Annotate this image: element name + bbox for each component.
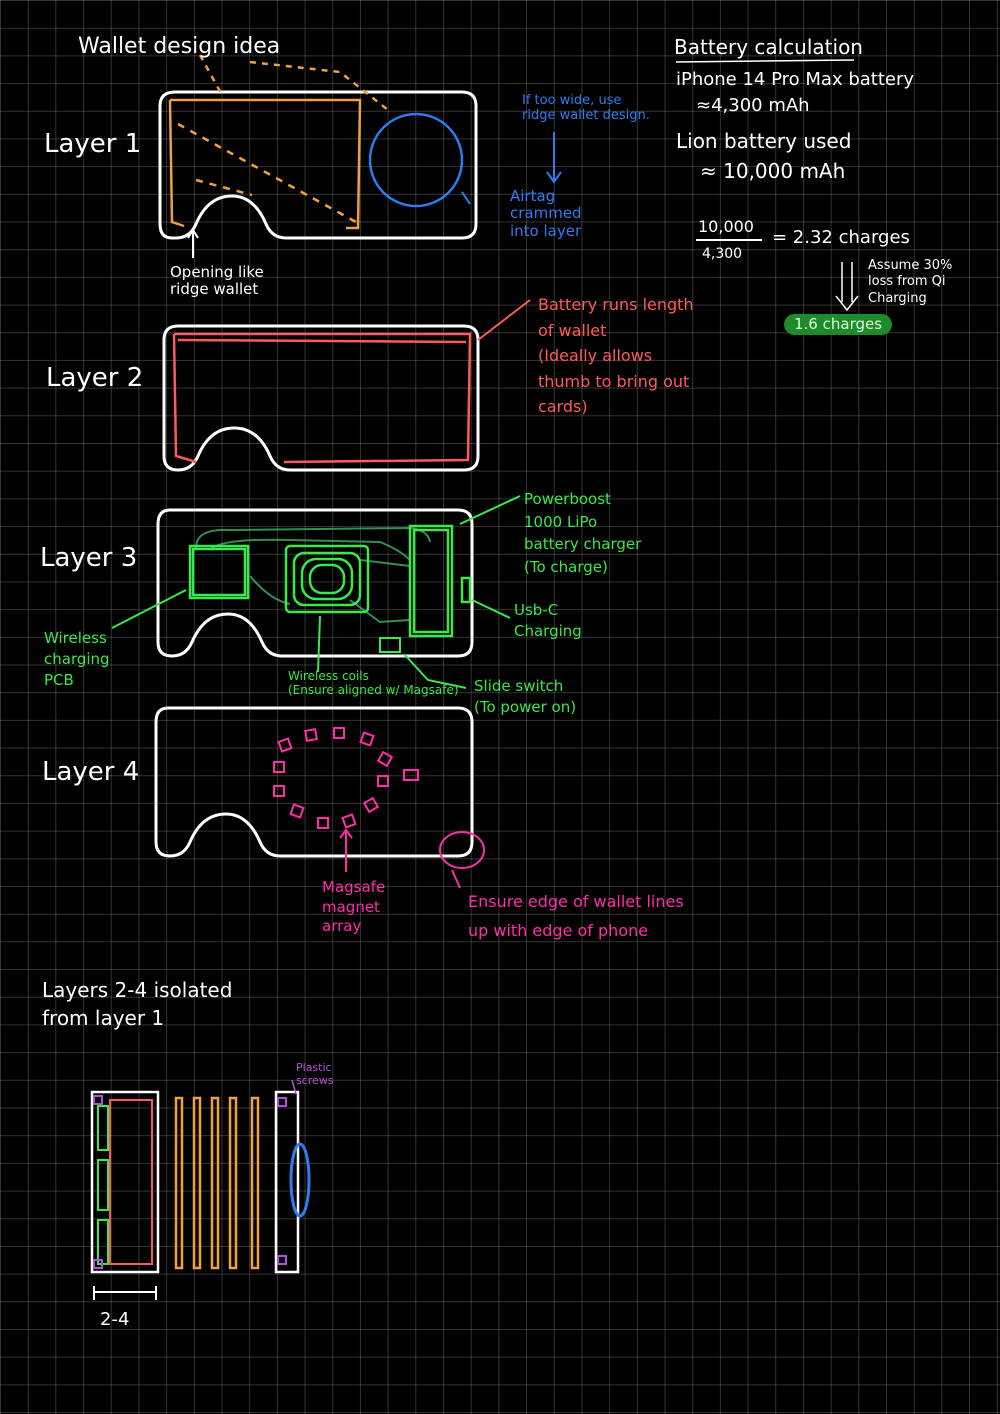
iphone-battery-value: ≈4,300 mAh [696,95,810,116]
fraction-denominator: 4,300 [702,246,743,262]
iphone-battery-label: iPhone 14 Pro Max battery [676,69,915,90]
toowide-arrow [546,132,562,184]
magnet-array [273,727,419,829]
screws-note: Plastic screws [296,1061,334,1087]
layer3-label: Layer 3 [40,543,138,573]
powerboost-note: Powerboost 1000 LiPo battery charger (To… [524,490,642,576]
calc-title: Battery calculation [674,35,863,59]
magnet-note: Magsafe magnet array [322,878,386,935]
airtag-circle [368,112,464,208]
layer3-wires [195,526,431,624]
opening-note: Opening like ridge wallet [170,263,264,299]
wireless-pcb [188,544,250,600]
design-title: Wallet design idea [78,34,281,59]
powerboost-board [408,524,472,638]
layer2-battery [172,332,472,464]
qi-loss-note: Assume 30% loss from Qi Charging [868,258,953,306]
wireless-pcb-note: Wireless charging PCB [44,629,110,689]
final-charges-badge: 1.6 charges [784,314,893,336]
bracket-label: 2-4 [100,1309,130,1330]
magnet-arrow [339,828,353,872]
layer3-outline [156,508,474,658]
fraction-numerator: 10,000 [698,217,754,236]
lion-battery-value: ≈ 10,000 mAh [700,159,846,183]
slide-switch [379,637,401,653]
opening-arrow [187,228,199,258]
layer1-outline [158,90,478,240]
coils-note: Wireless coils (Ensure aligned w/ Magsaf… [288,669,459,697]
edge-circle [439,831,485,869]
layer4-outline [154,706,474,858]
implies-arrow [835,262,859,312]
layer1-card-slot [168,54,389,230]
edge-note: Ensure edge of wallet lines up with edge… [468,892,684,940]
usbc-note: Usb-C Charging [514,601,582,640]
switch-note: Slide switch (To power on) [474,677,577,716]
calc-title-underline [675,59,855,63]
edge-arrow [451,869,461,889]
layer3-arrows [111,495,521,689]
airtag-note: Airtag crammed into layer [510,187,582,240]
charges-result: = 2.32 charges [772,227,910,248]
airtag-arrow [461,191,471,205]
side-view [90,1079,311,1300]
layer2-label: Layer 2 [46,363,144,393]
too-wide-note: If too wide, use ridge wallet design. [522,93,650,123]
layer1-label: Layer 1 [44,129,142,159]
layer4-label: Layer 4 [42,757,140,787]
isolated-title: Layers 2-4 isolated from layer 1 [42,978,233,1030]
battery-arrow [477,299,531,341]
battery-note: Battery runs length of wallet (Ideally a… [538,295,694,417]
lion-battery-label: Lion battery used [676,129,852,153]
layer2-outline [162,324,480,472]
wireless-coils [284,544,370,614]
